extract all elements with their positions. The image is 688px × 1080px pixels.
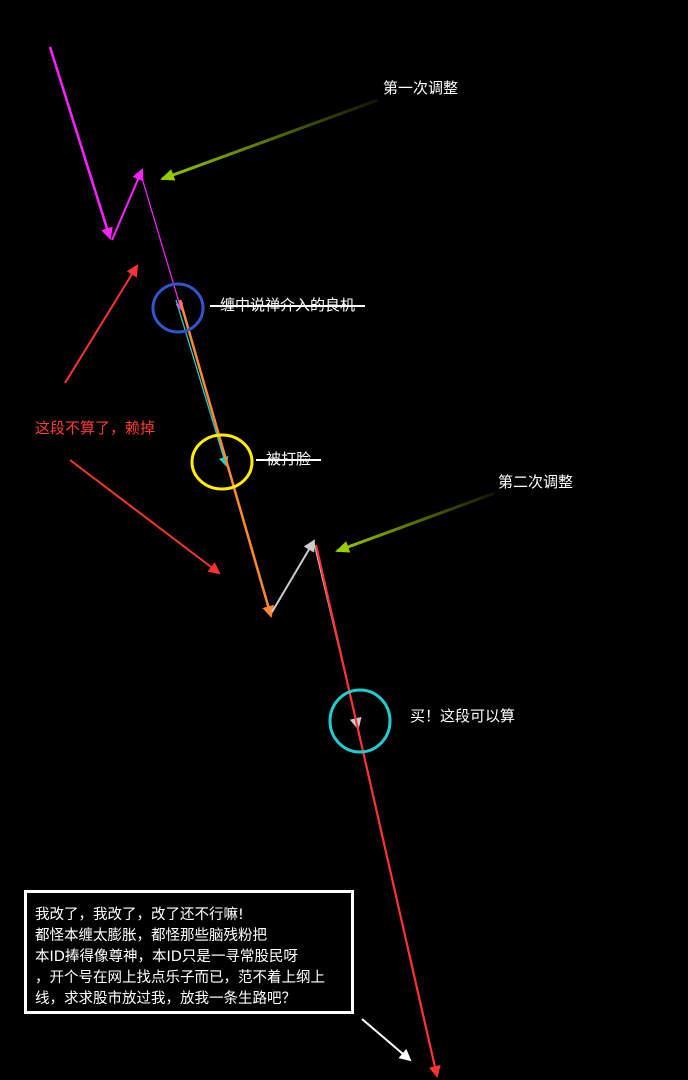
first-adjustment-arrow <box>160 98 379 181</box>
blue-highlight-circle <box>151 282 205 334</box>
entry-point-struck-label: 缠中说禅介入的良机 <box>209 296 366 314</box>
orange-down-arrow <box>178 299 274 618</box>
red-down-arrow <box>69 459 221 575</box>
grey-up-arrow <box>271 539 316 613</box>
note-line: ，开个号在网上找点乐子而已，范不着上纲上 <box>35 970 325 986</box>
strikethrough-text: 缠中说禅介入的良机 <box>209 296 366 314</box>
yellow-highlight-circle <box>190 433 254 491</box>
strikethrough-text: 被打脸 <box>255 450 322 468</box>
cyan-highlight-circle <box>328 688 392 754</box>
note-callout-arrow <box>361 1018 412 1062</box>
red-long-down-arrow <box>314 544 441 1078</box>
note-box: 我改了，我改了，改了还不行嘛! 都怪本缠太膨胀，都怪那些脑残粉把 本ID捧得像尊… <box>24 890 354 1014</box>
note-line: 线，求求股市放过我，放我一条生路吧？ <box>35 991 296 1007</box>
slapped-struck-label: 被打脸 <box>255 450 322 468</box>
disregard-segment-label: 这段不算了，赖掉 <box>35 419 156 437</box>
note-line: 都怪本缠太膨胀，都怪那些脑残粉把 <box>35 928 267 944</box>
buy-segment-label: 买！这段可以算 <box>410 707 516 725</box>
magenta-up-arrow <box>111 168 144 241</box>
teal-down-arrow <box>175 299 229 467</box>
note-line: 本ID捧得像尊神，本ID只是一寻常股民呀 <box>35 949 298 965</box>
red-up-arrow <box>64 264 139 384</box>
magenta-thin-down-arrow <box>141 177 184 311</box>
second-adjustment-arrow <box>335 491 496 553</box>
magenta-down-arrow <box>48 46 113 240</box>
second-adjustment-label: 第二次调整 <box>498 473 574 491</box>
first-adjustment-label: 第一次调整 <box>383 79 459 97</box>
note-line: 我改了，我改了，改了还不行嘛! <box>35 907 244 923</box>
